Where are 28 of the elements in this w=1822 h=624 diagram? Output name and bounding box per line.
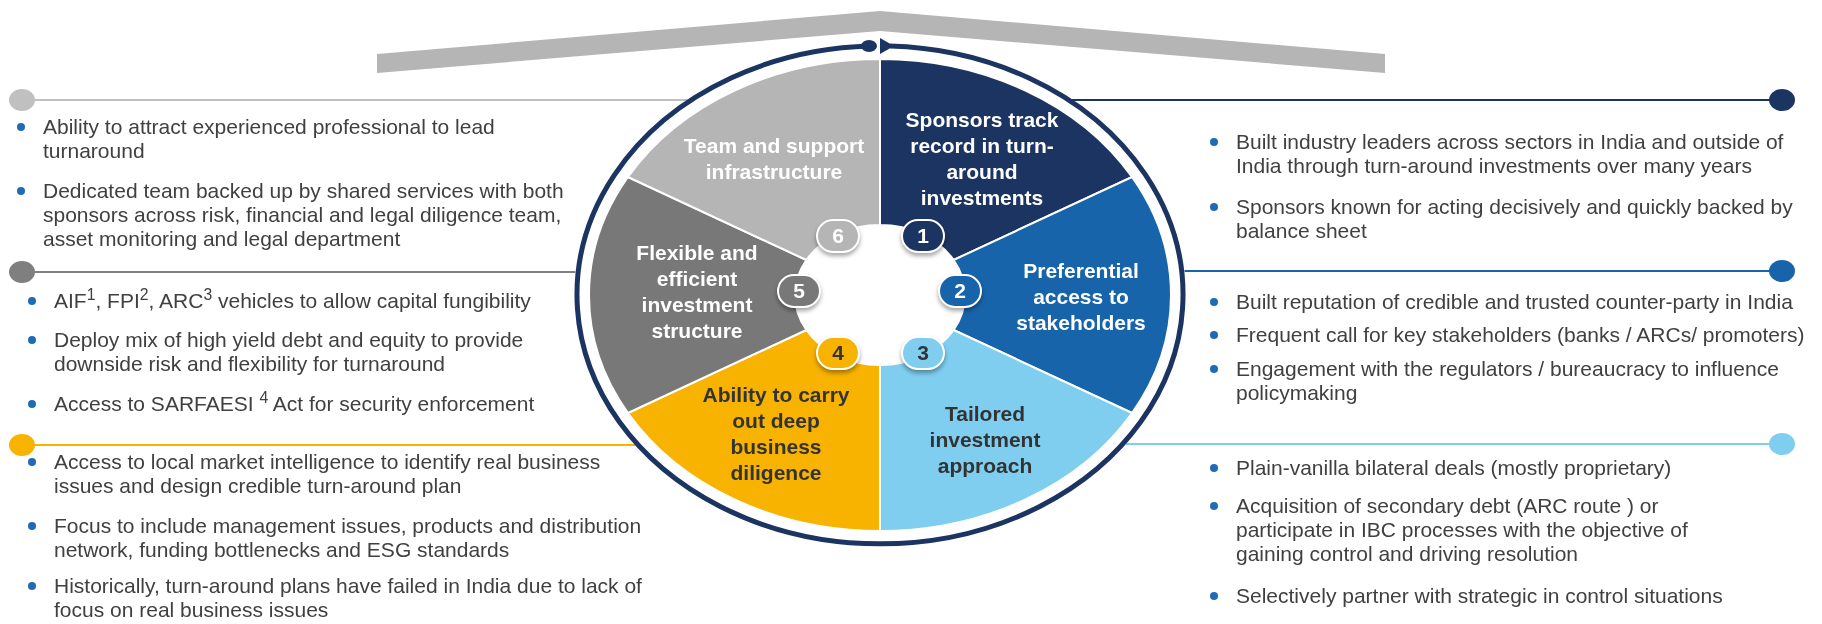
bullet-text: Built industry leaders across sectors in India and outside of India through turn-around investments over many years (1236, 130, 1785, 178)
bullet-text: Deploy mix of high yield debt and equity to provide downside risk and flexibility for turnaround (54, 328, 525, 376)
bullet-text: Built reputation of credible and trusted counter-party in India (1236, 290, 1794, 314)
bullet-text: Sponsors known for acting decisively and quickly backed by balance sheet (1236, 195, 1794, 243)
bullet-text: Historically, turn-around plans have failed in India due to lack of focus on real business issues (54, 574, 643, 622)
number-badge: 5 (777, 274, 821, 308)
bullet-text: Frequent call for key stakeholders (banks / ARCs/ promoters) (1236, 323, 1806, 347)
bullet-text: Ability to attract experienced professional to lead turnaround (43, 115, 496, 163)
bullet-text: Acquisition of secondary debt (ARC route ) or participate in IBC processes with the objective of gaining control and driving resolution (1236, 494, 1689, 566)
number-badge: 4 (816, 336, 860, 370)
number-badge: 3 (901, 336, 945, 370)
number-badge: 1 (901, 219, 945, 253)
segment-label: Sponsors track record in turn-around investments (904, 107, 1060, 211)
bullet-text: Focus to include management issues, products and distribution network, funding bottlenecks and ESG standards (54, 514, 643, 562)
bullet-text: Access to SARFAESI $^{4}$ Act for security enforcement (54, 392, 536, 416)
bullet-text: AIF$^{1}$, FPI$^{2}$, ARC$^{3}$ vehicles to allow capital fungibility (54, 289, 532, 313)
bullet-text: Access to local market intelligence to identify real business issues and design credible turn-around plan (54, 450, 602, 498)
segment-label: Preferential access to stakeholders (1015, 258, 1147, 336)
segment-label: Tailored investment approach (928, 401, 1042, 479)
segment-label: Ability to carry out deep business diligence (701, 382, 851, 486)
bullet-text: Plain-vanilla bilateral deals (mostly proprietary) (1236, 456, 1673, 480)
number-badge: 6 (816, 219, 860, 253)
segment-label: Flexible and efficient investment structure (635, 240, 759, 344)
segment-label: Team and support infrastructure (682, 133, 866, 185)
bullet-text: Engagement with the regulators / bureaucracy to influence policymaking (1236, 357, 1780, 405)
bullet-text: Selectively partner with strategic in control situations (1236, 584, 1724, 608)
number-badge: 2 (938, 274, 982, 308)
bullet-text: Dedicated team backed up by shared services with both sponsors across risk, financial and legal diligence team, asset monitoring and legal department (43, 179, 565, 251)
